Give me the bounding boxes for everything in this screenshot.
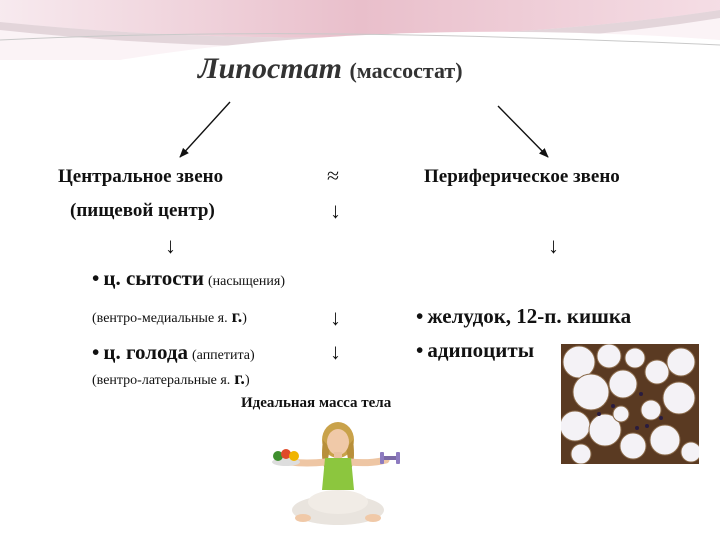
satiety-center-note: (насыщения) bbox=[207, 274, 286, 289]
central-link-sublabel: (пищевой центр) bbox=[70, 200, 215, 221]
hunger-center-note: (аппетита) bbox=[192, 348, 255, 363]
down-arrow-icon: ↓ bbox=[165, 233, 176, 258]
title-subtitle: (массостат) bbox=[349, 58, 463, 83]
hunger-nucleus-abbrev: г. bbox=[234, 368, 245, 388]
peripheral-item-adipocytes: • адипоциты bbox=[416, 338, 534, 363]
woman-photo-icon bbox=[272, 422, 400, 525]
bullet-icon: • bbox=[92, 340, 100, 364]
satiety-nucleus: (вентро-медиальные я. г.) bbox=[92, 306, 247, 327]
down-arrow-icon: ↓ bbox=[330, 339, 341, 364]
hunger-nucleus-close: ) bbox=[244, 373, 250, 388]
peripheral-link-label: Периферическое звено bbox=[424, 166, 620, 187]
down-arrow-icon: ↓ bbox=[330, 305, 341, 330]
decorative-header-banner bbox=[0, 0, 720, 60]
peripheral-item-label: адипоциты bbox=[427, 338, 535, 362]
peripheral-item-stomach: • желудок, 12-п. кишка bbox=[416, 304, 631, 329]
down-arrow-icon: ↓ bbox=[548, 233, 559, 258]
satiety-nucleus-text: (вентро-медиальные я. bbox=[92, 311, 228, 326]
title-main: Липостат bbox=[198, 52, 342, 85]
ideal-mass-caption: Идеальная масса тела bbox=[241, 395, 392, 411]
satiety-center-label: ц. сытости bbox=[103, 266, 204, 290]
satiety-center: • ц. сытости (насыщения) bbox=[92, 266, 285, 291]
bullet-icon: • bbox=[416, 304, 424, 328]
hunger-center: • ц. голода (аппетита) bbox=[92, 340, 255, 365]
bullet-icon: • bbox=[92, 266, 100, 290]
hunger-nucleus: (вентро-латеральные я. г.) bbox=[92, 368, 250, 389]
hunger-nucleus-text: (вентро-латеральные я. bbox=[92, 373, 231, 388]
satiety-nucleus-close: ) bbox=[242, 311, 247, 326]
bullet-icon: • bbox=[416, 338, 424, 362]
hunger-center-label: ц. голода bbox=[103, 340, 188, 364]
adipocytes-micrograph-icon bbox=[561, 344, 699, 464]
page-title: Липостат (массостат) bbox=[198, 52, 463, 86]
central-link-label: Центральное звено bbox=[58, 166, 224, 187]
peripheral-item-label: желудок, 12-п. кишка bbox=[427, 304, 632, 328]
arrow-to-central bbox=[179, 101, 231, 158]
approx-symbol: ≈ bbox=[327, 163, 340, 188]
down-arrow-icon: ↓ bbox=[330, 198, 341, 223]
satiety-nucleus-abbrev: г. bbox=[231, 306, 243, 326]
arrow-to-peripheral bbox=[497, 105, 549, 158]
